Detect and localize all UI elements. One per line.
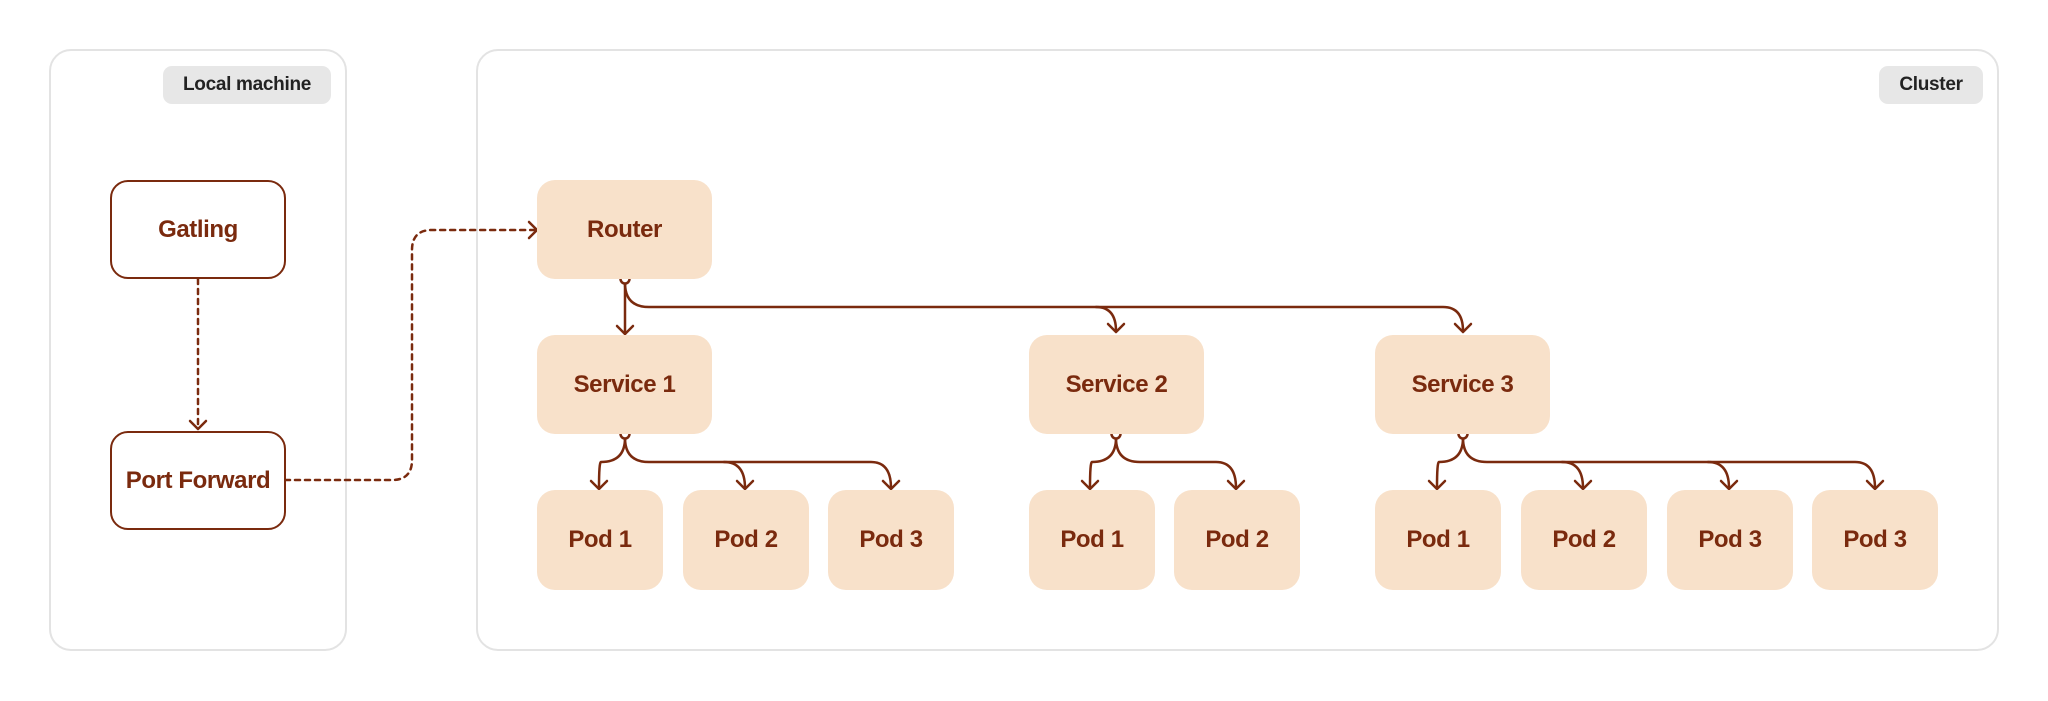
service3-pod-1-node: Pod 1: [1375, 490, 1501, 590]
port-forward-node: Port Forward: [110, 431, 286, 530]
local-machine-tag: Local machine: [163, 66, 331, 104]
service2-pod-1-node: Pod 1: [1029, 490, 1155, 590]
service3-pod-2-node: Pod 2: [1521, 490, 1647, 590]
router-node: Router: [537, 180, 712, 279]
service-1-node: Service 1: [537, 335, 712, 434]
cluster-tag: Cluster: [1879, 66, 1983, 104]
gatling-node: Gatling: [110, 180, 286, 279]
service-2-node: Service 2: [1029, 335, 1204, 434]
service1-pod-2-node: Pod 2: [683, 490, 809, 590]
service3-pod-3-node: Pod 3: [1667, 490, 1793, 590]
service1-pod-1-node: Pod 1: [537, 490, 663, 590]
service3-pod-4-node: Pod 3: [1812, 490, 1938, 590]
local-machine-region: [49, 49, 347, 651]
service-3-node: Service 3: [1375, 335, 1550, 434]
service2-pod-2-node: Pod 2: [1174, 490, 1300, 590]
service1-pod-3-node: Pod 3: [828, 490, 954, 590]
